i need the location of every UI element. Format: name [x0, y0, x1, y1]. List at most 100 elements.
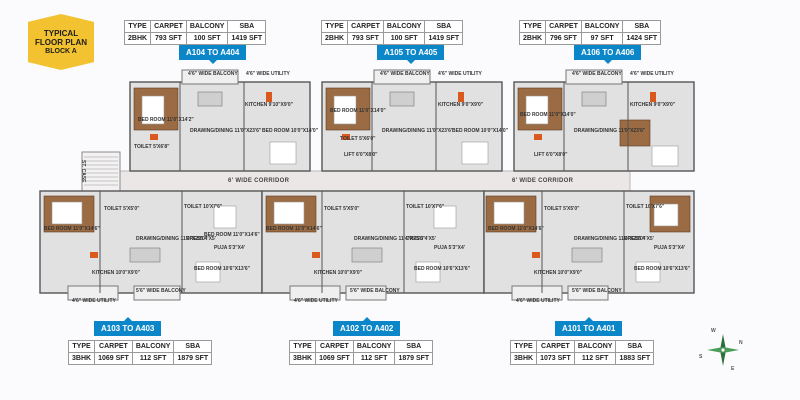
- label-balcony: 4'6" WIDE BALCONY: [380, 71, 430, 77]
- unit-tag-a106[interactable]: A106 TO A406: [574, 45, 642, 64]
- label-bedroom: BED ROOM 11'0"X14'6": [44, 226, 100, 232]
- header-type: TYPE: [509, 340, 538, 353]
- header-sba: SBA: [615, 340, 655, 353]
- compass-west: W: [711, 328, 716, 334]
- label-drawing: DRAWING/DINING 11'0"X23'6": [190, 128, 262, 134]
- label-bedroom: BED ROOM 11'0"X14'6": [204, 232, 260, 238]
- label-toilet: TOILET 5'X6'8": [134, 144, 170, 150]
- label-utility: 4'6" WIDE UTILITY: [438, 71, 482, 77]
- label-bedroom: BED ROOM 10'0"X14'0": [452, 128, 509, 134]
- value-carpet: 793 SFT: [150, 32, 187, 45]
- corridor-label: 6' WIDE CORRIDOR: [512, 178, 574, 184]
- staircase-label: ST. CASE: [80, 160, 86, 183]
- value-type: 3BHK: [288, 352, 317, 365]
- stair-treads: [84, 156, 118, 186]
- label-drawing: DRAWING/DINING 11'4"X25'0": [574, 236, 646, 242]
- value-carpet: 1069 SFT: [315, 352, 354, 365]
- unit-tag-a104[interactable]: A104 TO A404: [179, 45, 247, 64]
- compass-east: E: [731, 366, 735, 372]
- unit-tag-a101[interactable]: A101 TO A401: [555, 317, 623, 336]
- spec-header-row: TYPE CARPET BALCONY SBA: [509, 340, 655, 353]
- compass-north: N: [739, 340, 743, 346]
- label-bedroom: BED ROOM 10'6"X13'6": [634, 266, 691, 272]
- bottom-balconies: [67, 285, 609, 301]
- label-toilet: TOILET 5'X5'0": [544, 206, 580, 212]
- spec-table-a101: TYPE CARPET BALCONY SBA 3BHK 1073 SFT 11…: [509, 340, 655, 365]
- value-balcony: 112 SFT: [352, 352, 396, 365]
- label-bedroom: BED ROOM 10'6"X13'6": [194, 266, 251, 272]
- dining-tables: [129, 91, 607, 263]
- value-sba: 1883 SFT: [615, 352, 655, 365]
- label-puja: PUJA 5'3"X4': [214, 245, 245, 251]
- unit-tag-a103[interactable]: A103 TO A403: [94, 317, 162, 336]
- label-dress: DRESS 4'X5': [624, 236, 654, 242]
- header-sba: SBA: [394, 340, 434, 353]
- spec-table-a103: TYPE CARPET BALCONY SBA 3BHK 1069 SFT 11…: [67, 340, 213, 365]
- spec-header-row: TYPE CARPET BALCONY SBA: [518, 20, 662, 33]
- label-toilet: TOILET 5'X5'0": [104, 206, 140, 212]
- spec-value-row: 3BHK 1073 SFT 112 SFT 1883 SFT: [509, 352, 655, 365]
- spec-table-a106: TYPE CARPET BALCONY SBA 2BHK 796 SFT 97 …: [518, 20, 662, 45]
- value-balcony: 112 SFT: [131, 352, 175, 365]
- value-carpet: 793 SFT: [347, 32, 384, 45]
- spec-value-row: 2BHK 793 SFT 100 SFT 1419 SFT: [123, 32, 267, 45]
- label-kitchen: KITCHEN 10'0"X9'0": [314, 270, 362, 276]
- value-carpet: 1069 SFT: [94, 352, 133, 365]
- value-type: 2BHK: [518, 32, 547, 45]
- value-carpet: 1073 SFT: [536, 352, 575, 365]
- unit-tag-a105[interactable]: A105 TO A405: [377, 45, 445, 64]
- label-balcony: 5'6" WIDE BALCONY: [350, 288, 400, 294]
- header-balcony: BALCONY: [131, 340, 175, 353]
- label-toilet: TOILET 10'X7'6": [184, 204, 223, 210]
- label-drawing: DRAWING/DINING 11'4"X25'0": [136, 236, 208, 242]
- label-bedroom: BED ROOM 11'0"X14'0": [520, 112, 576, 118]
- badge-line-3: BLOCK A: [45, 47, 77, 55]
- label-bedroom: BED ROOM 11'0"X14'6": [266, 226, 322, 232]
- spec-table-a105: TYPE CARPET BALCONY SBA 2BHK 793 SFT 100…: [320, 20, 464, 45]
- label-utility: 4'6" WIDE UTILITY: [516, 298, 560, 304]
- header-type: TYPE: [288, 340, 317, 353]
- value-type: 3BHK: [67, 352, 96, 365]
- compass-icon: [707, 334, 739, 366]
- unit-tag-a102[interactable]: A102 TO A402: [333, 317, 401, 336]
- spec-table-a104: TYPE CARPET BALCONY SBA 2BHK 793 SFT 100…: [123, 20, 267, 45]
- value-type: 3BHK: [509, 352, 538, 365]
- value-balcony: 112 SFT: [573, 352, 617, 365]
- label-lift: LIFT 6'0"X8'0": [534, 152, 568, 158]
- label-bedroom: BED ROOM 11'0"X14'6": [488, 226, 544, 232]
- value-sba: 1879 SFT: [394, 352, 434, 365]
- accent-furniture: [90, 92, 656, 258]
- value-type: 2BHK: [320, 32, 349, 45]
- label-utility: 4'6" WIDE UTILITY: [72, 298, 116, 304]
- label-kitchen: KITCHEN 10'0"X9'0": [92, 270, 140, 276]
- header-carpet: CARPET: [94, 340, 133, 353]
- spec-value-row: 3BHK 1069 SFT 112 SFT 1879 SFT: [288, 352, 434, 365]
- interior-walls: [99, 82, 629, 293]
- header-sba: SBA: [173, 340, 213, 353]
- label-balcony: 4'6" WIDE BALCONY: [572, 71, 622, 77]
- value-carpet: 796 SFT: [545, 32, 582, 45]
- spec-table-a102: TYPE CARPET BALCONY SBA 3BHK 1069 SFT 11…: [288, 340, 434, 365]
- label-dress: DRESS 4'X5': [406, 236, 436, 242]
- value-sba: 1879 SFT: [173, 352, 213, 365]
- label-bedroom: BED ROOM 10'0"X14'0": [262, 128, 319, 134]
- label-utility: 4'6" WIDE UTILITY: [630, 71, 674, 77]
- value-balcony: 97 SFT: [580, 32, 624, 45]
- value-sba: 1419 SFT: [227, 32, 267, 45]
- top-balconies: [181, 69, 623, 85]
- spec-header-row: TYPE CARPET BALCONY SBA: [67, 340, 213, 353]
- label-balcony: 4'6" WIDE BALCONY: [188, 71, 238, 77]
- label-lift: LIFT 6'0"X8'0": [344, 152, 378, 158]
- label-drawing: DRAWING/DINING 11'0"X23'6": [574, 128, 646, 134]
- label-puja: PUJA 5'3"X4': [434, 245, 465, 251]
- header-carpet: CARPET: [536, 340, 575, 353]
- label-utility: 4'6" WIDE UTILITY: [246, 71, 290, 77]
- label-kitchen: KITCHEN 9'0"X9'0": [438, 102, 484, 108]
- spec-value-row: 3BHK 1069 SFT 112 SFT 1879 SFT: [67, 352, 213, 365]
- staircase: [81, 151, 121, 193]
- label-kitchen: KITCHEN 10'0"X9'0": [534, 270, 582, 276]
- label-kitchen: KITCHEN 9'10"X9'0": [245, 102, 293, 108]
- badge-line-1: TYPICAL: [43, 28, 79, 38]
